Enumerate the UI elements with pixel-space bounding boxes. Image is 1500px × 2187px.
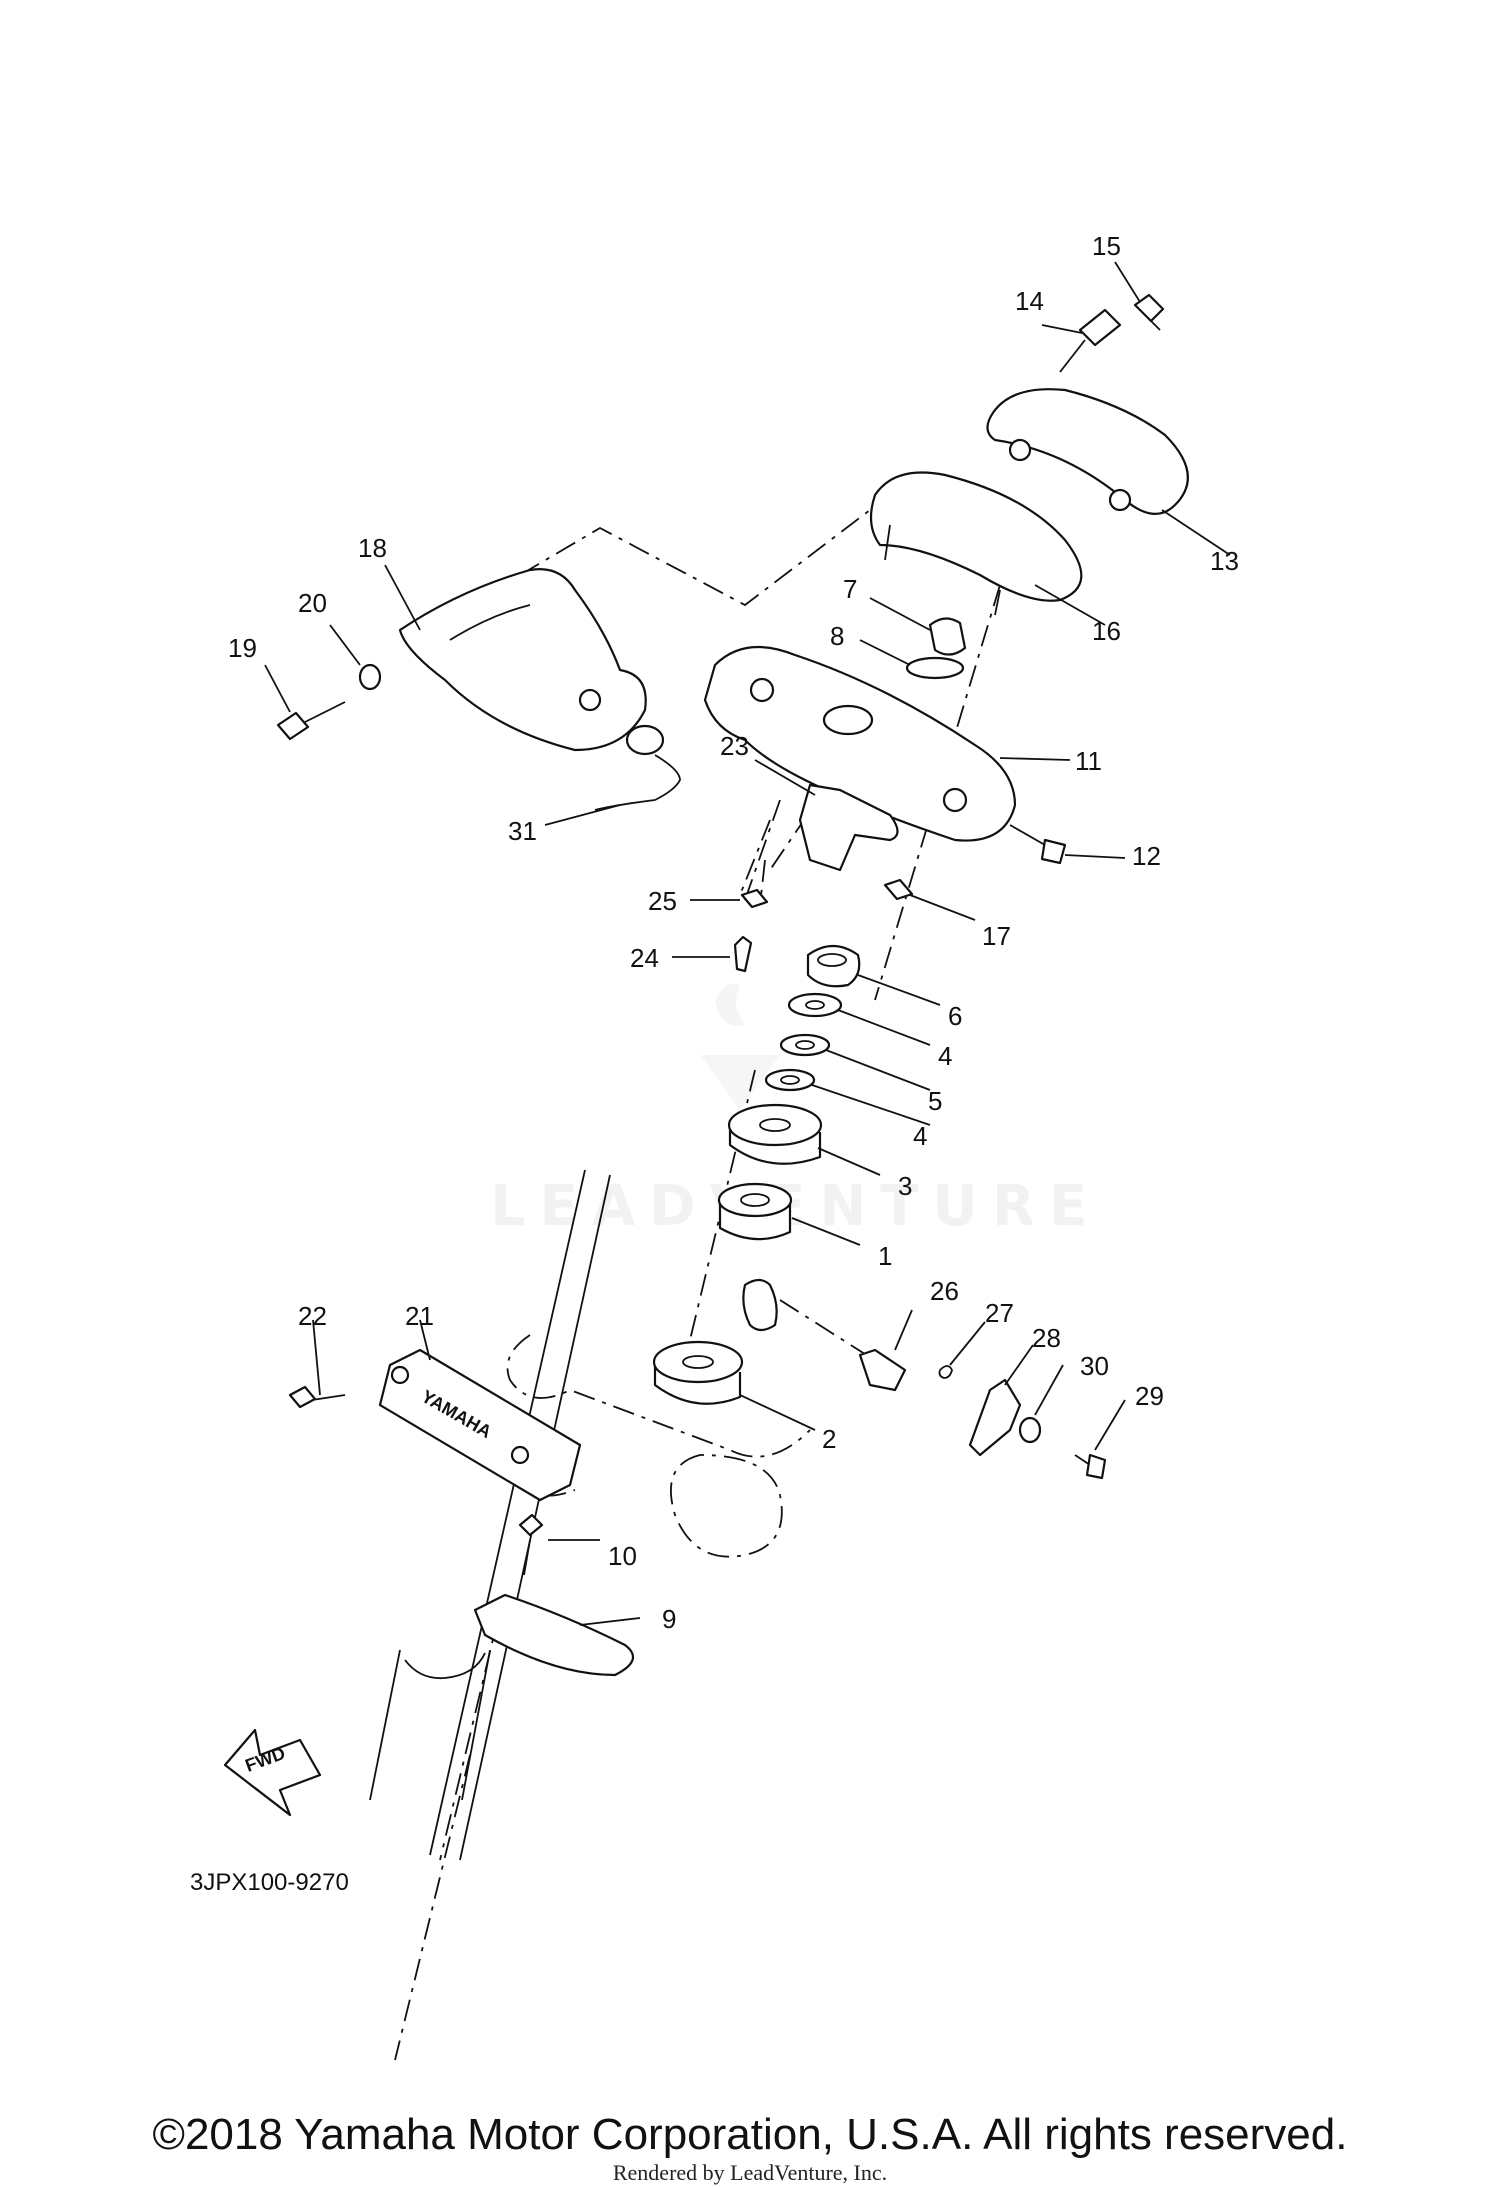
callout-4a: 4 <box>938 1041 952 1071</box>
part-3-bearing <box>727 1103 823 1165</box>
part-25-nut <box>740 888 769 909</box>
part-1-bearing <box>717 1182 793 1241</box>
diagram-code: 3JPX100-9270 <box>190 1869 349 1896</box>
callout-29: 29 <box>1135 1381 1164 1411</box>
callout-26: 26 <box>930 1276 959 1306</box>
callout-31: 31 <box>508 816 537 846</box>
part-16-handlebar-holder-lower <box>869 471 1083 616</box>
callout-24: 24 <box>630 943 659 973</box>
callout-2: 2 <box>822 1424 836 1454</box>
callout-14: 14 <box>1015 286 1044 316</box>
callout-16: 16 <box>1092 616 1121 646</box>
part-14-bolt <box>1059 308 1122 373</box>
part-19-bolt <box>276 701 346 741</box>
callout-22: 22 <box>298 1301 327 1331</box>
part-27-spring <box>938 1365 953 1379</box>
part-28-plate <box>968 1378 1022 1457</box>
part-2-bearing <box>652 1340 744 1405</box>
leader-lines <box>264 261 1231 1626</box>
part-20-washer <box>358 663 382 691</box>
callout-5: 5 <box>928 1086 942 1116</box>
part-15-cap-bolt <box>1133 293 1165 331</box>
part-5-ring-nut <box>779 1033 831 1057</box>
callout-21: 21 <box>405 1301 434 1331</box>
callout-numbers: 15 14 13 16 18 20 19 7 8 11 23 31 12 25 … <box>228 231 1239 1634</box>
callout-28: 28 <box>1032 1323 1061 1353</box>
fwd-arrow: FWD <box>223 1728 322 1817</box>
part-29-bolt <box>1074 1453 1107 1480</box>
callout-25: 25 <box>648 886 677 916</box>
callout-11: 11 <box>1075 746 1102 776</box>
callout-19: 19 <box>228 633 257 663</box>
callout-3: 3 <box>898 1171 912 1201</box>
part-6-ring-nut <box>806 944 861 988</box>
callout-27: 27 <box>985 1298 1014 1328</box>
callout-6: 6 <box>948 1001 962 1031</box>
callout-18: 18 <box>358 533 387 563</box>
part-24-bolt <box>733 935 753 973</box>
callout-7: 7 <box>843 574 857 604</box>
callout-1: 1 <box>878 1241 892 1271</box>
part-22-bolt <box>288 1385 346 1409</box>
part-17-nut <box>883 878 914 901</box>
callout-10: 10 <box>608 1541 637 1571</box>
callout-8: 8 <box>830 621 844 651</box>
callout-12: 12 <box>1132 841 1161 871</box>
part-23-stay <box>798 783 899 872</box>
part-26-steering-damper <box>742 1278 907 1392</box>
callout-15: 15 <box>1092 231 1121 261</box>
part-11-upper-bracket <box>703 645 1017 842</box>
part-4-washer-lower <box>764 1068 816 1092</box>
part-13-handlebar-holder-upper <box>986 388 1189 515</box>
part-30-washer <box>1018 1416 1042 1444</box>
callout-13: 13 <box>1210 546 1239 576</box>
callout-9: 9 <box>662 1604 676 1634</box>
part-18-handle-crown-cover <box>398 568 647 752</box>
part-10-bolt <box>518 1513 544 1576</box>
callout-17: 17 <box>982 921 1011 951</box>
callout-30: 30 <box>1080 1351 1109 1381</box>
part-21-emblem-bracket: YAMAHA <box>378 1348 582 1502</box>
part-7-nut <box>928 617 967 656</box>
copyright-notice: ©2018 Yamaha Motor Corporation, U.S.A. A… <box>152 2110 1348 2159</box>
part-8-washer <box>905 656 965 680</box>
callout-20: 20 <box>298 588 327 618</box>
part-9-lower-cover <box>473 1593 635 1677</box>
fork-tubes <box>369 1169 611 1861</box>
rendered-by-credit: Rendered by LeadVenture, Inc. <box>612 2160 888 2185</box>
callout-23: 23 <box>720 731 749 761</box>
part-31-wire <box>594 724 681 811</box>
part-4-washer-upper <box>787 992 843 1018</box>
part-12-bolt <box>1009 824 1067 865</box>
callout-4b: 4 <box>913 1121 927 1151</box>
